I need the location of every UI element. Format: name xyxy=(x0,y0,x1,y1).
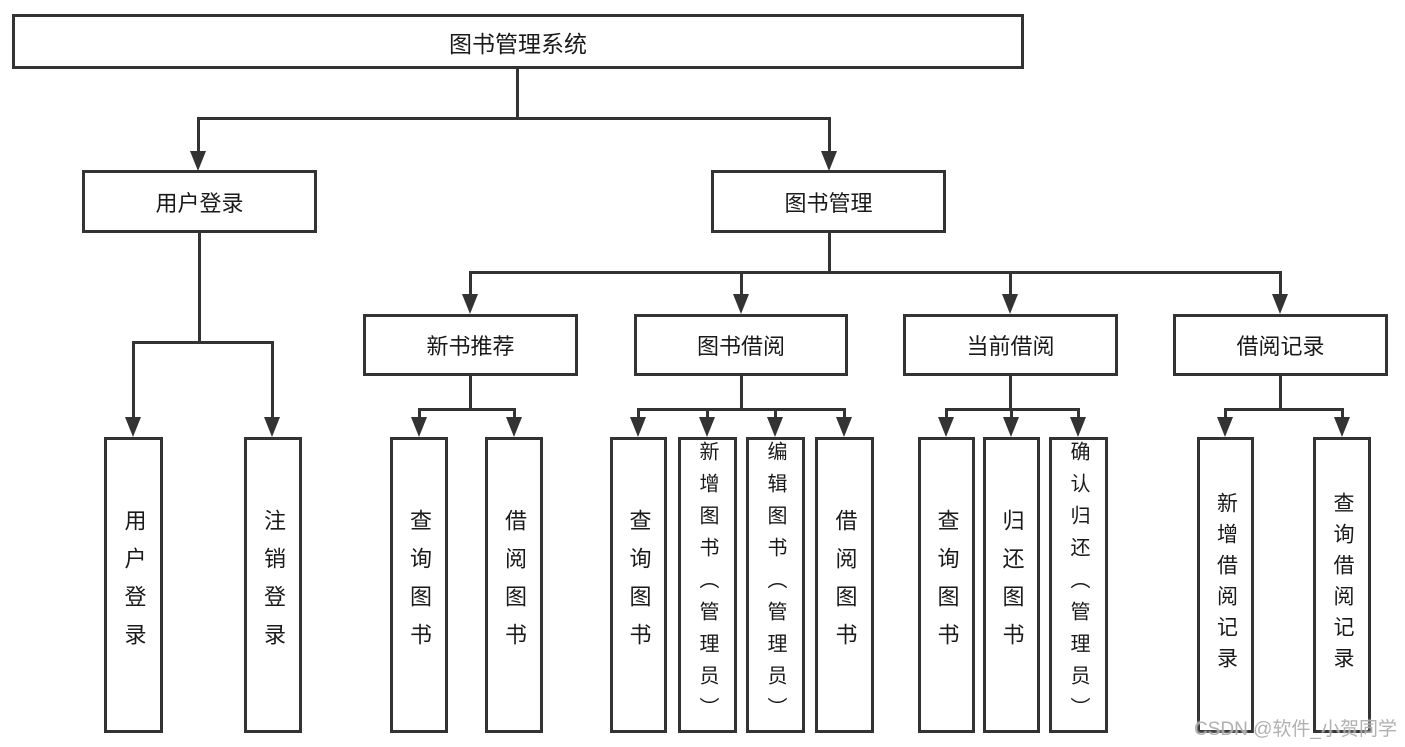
node-new-book-recommend-label: 新书推荐 xyxy=(426,334,515,359)
connector-line xyxy=(197,117,831,120)
node-leaf-confirm-return-admin-label: 确认归还（管理员） xyxy=(1067,441,1089,729)
node-leaf-add-borrow-record-label: 新增借阅记录 xyxy=(1214,492,1238,678)
arrow-down-icon xyxy=(767,417,783,437)
connector-line xyxy=(1224,408,1227,420)
node-root-label: 图书管理系统 xyxy=(449,30,587,57)
node-leaf-borrow-books-label: 借阅图书 xyxy=(832,509,858,661)
connector-line xyxy=(637,408,640,420)
arrow-down-icon xyxy=(836,417,852,437)
node-book-management: 图书管理 xyxy=(711,170,946,233)
node-leaf-edit-books-admin-label: 编辑图书（管理员） xyxy=(764,441,786,729)
connector-line xyxy=(418,408,516,411)
node-leaf-confirm-return-admin: 确认归还（管理员） xyxy=(1049,437,1108,733)
connector-line xyxy=(774,408,777,420)
connector-line xyxy=(469,271,472,299)
node-leaf-logout-label: 注销登录 xyxy=(261,509,286,661)
connector-line xyxy=(516,69,519,118)
node-leaf-query-borrow-record: 查询借阅记录 xyxy=(1313,437,1371,733)
node-leaf-borrow-books-recommend-label: 借阅图书 xyxy=(502,509,527,661)
arrow-down-icon xyxy=(125,417,141,437)
connector-line xyxy=(706,408,709,420)
connector-line xyxy=(945,408,948,420)
arrow-down-icon xyxy=(264,417,280,437)
connector-line xyxy=(828,117,831,153)
connector-line xyxy=(1010,408,1013,420)
node-leaf-edit-books-admin: 编辑图书（管理员） xyxy=(746,437,805,733)
node-leaf-add-books-admin: 新增图书（管理员） xyxy=(678,437,737,733)
arrow-down-icon xyxy=(1217,417,1233,437)
node-book-management-label: 图书管理 xyxy=(784,190,873,216)
connector-line xyxy=(132,341,273,344)
arrow-down-icon xyxy=(1070,417,1086,437)
node-leaf-query-books-borrow: 查询图书 xyxy=(610,437,667,733)
node-leaf-borrow-books-recommend: 借阅图书 xyxy=(485,437,543,733)
node-book-borrowing: 图书借阅 xyxy=(634,314,848,376)
arrow-down-icon xyxy=(1334,417,1350,437)
node-user-login-label: 用户登录 xyxy=(155,190,244,216)
node-leaf-query-books-recommend: 查询图书 xyxy=(390,437,448,733)
node-borrowing-records: 借阅记录 xyxy=(1173,314,1388,376)
node-leaf-query-books-current-label: 查询图书 xyxy=(934,509,960,661)
connector-line xyxy=(197,117,200,153)
connector-line xyxy=(843,408,846,420)
connector-line xyxy=(1279,271,1282,299)
node-current-borrowing-label: 当前借阅 xyxy=(966,334,1055,359)
arrow-down-icon xyxy=(733,294,749,314)
connector-line xyxy=(828,233,831,273)
node-leaf-query-books-current: 查询图书 xyxy=(918,437,975,733)
arrow-down-icon xyxy=(938,417,954,437)
connector-line xyxy=(740,271,743,299)
arrow-down-icon xyxy=(462,294,478,314)
arrow-down-icon xyxy=(1003,417,1019,437)
connector-line xyxy=(1009,271,1012,299)
connector-line xyxy=(637,408,845,411)
node-root: 图书管理系统 xyxy=(12,14,1024,69)
arrow-down-icon xyxy=(190,151,206,171)
node-current-borrowing: 当前借阅 xyxy=(903,314,1118,376)
node-leaf-query-books-borrow-label: 查询图书 xyxy=(626,509,652,661)
arrow-down-icon xyxy=(1272,294,1288,314)
node-leaf-return-books: 归还图书 xyxy=(983,437,1040,733)
node-user-login: 用户登录 xyxy=(82,170,317,233)
connector-line xyxy=(469,376,472,410)
node-leaf-query-borrow-record-label: 查询借阅记录 xyxy=(1331,492,1354,678)
connector-line xyxy=(198,233,201,343)
node-borrowing-records-label: 借阅记录 xyxy=(1236,334,1325,359)
node-leaf-add-borrow-record: 新增借阅记录 xyxy=(1197,437,1254,733)
arrow-down-icon xyxy=(411,417,427,437)
arrow-down-icon xyxy=(630,417,646,437)
node-new-book-recommend: 新书推荐 xyxy=(363,314,578,376)
connector-line xyxy=(1341,408,1344,420)
node-leaf-add-books-admin-label: 新增图书（管理员） xyxy=(696,441,718,729)
arrow-down-icon xyxy=(699,417,715,437)
arrow-down-icon xyxy=(506,417,522,437)
watermark: CSDN @软件_小贺同学 xyxy=(1194,719,1397,740)
node-leaf-query-books-recommend-label: 查询图书 xyxy=(407,509,432,661)
connector-line xyxy=(513,408,516,420)
connector-line xyxy=(740,376,743,410)
connector-line xyxy=(1009,376,1012,410)
connector-line xyxy=(1279,376,1282,410)
node-leaf-logout: 注销登录 xyxy=(244,437,302,733)
connector-line xyxy=(418,408,421,420)
connector-line xyxy=(469,271,1281,274)
arrow-down-icon xyxy=(1002,294,1018,314)
connector-line xyxy=(1224,408,1343,411)
connector-line xyxy=(1077,408,1080,420)
node-leaf-return-books-label: 归还图书 xyxy=(999,509,1025,661)
node-leaf-user-login-label: 用户登录 xyxy=(121,509,147,661)
node-book-borrowing-label: 图书借阅 xyxy=(696,334,785,359)
connector-line xyxy=(132,341,135,420)
connector-line xyxy=(271,341,274,420)
node-leaf-borrow-books: 借阅图书 xyxy=(815,437,874,733)
node-leaf-user-login: 用户登录 xyxy=(104,437,163,733)
arrow-down-icon xyxy=(821,151,837,171)
